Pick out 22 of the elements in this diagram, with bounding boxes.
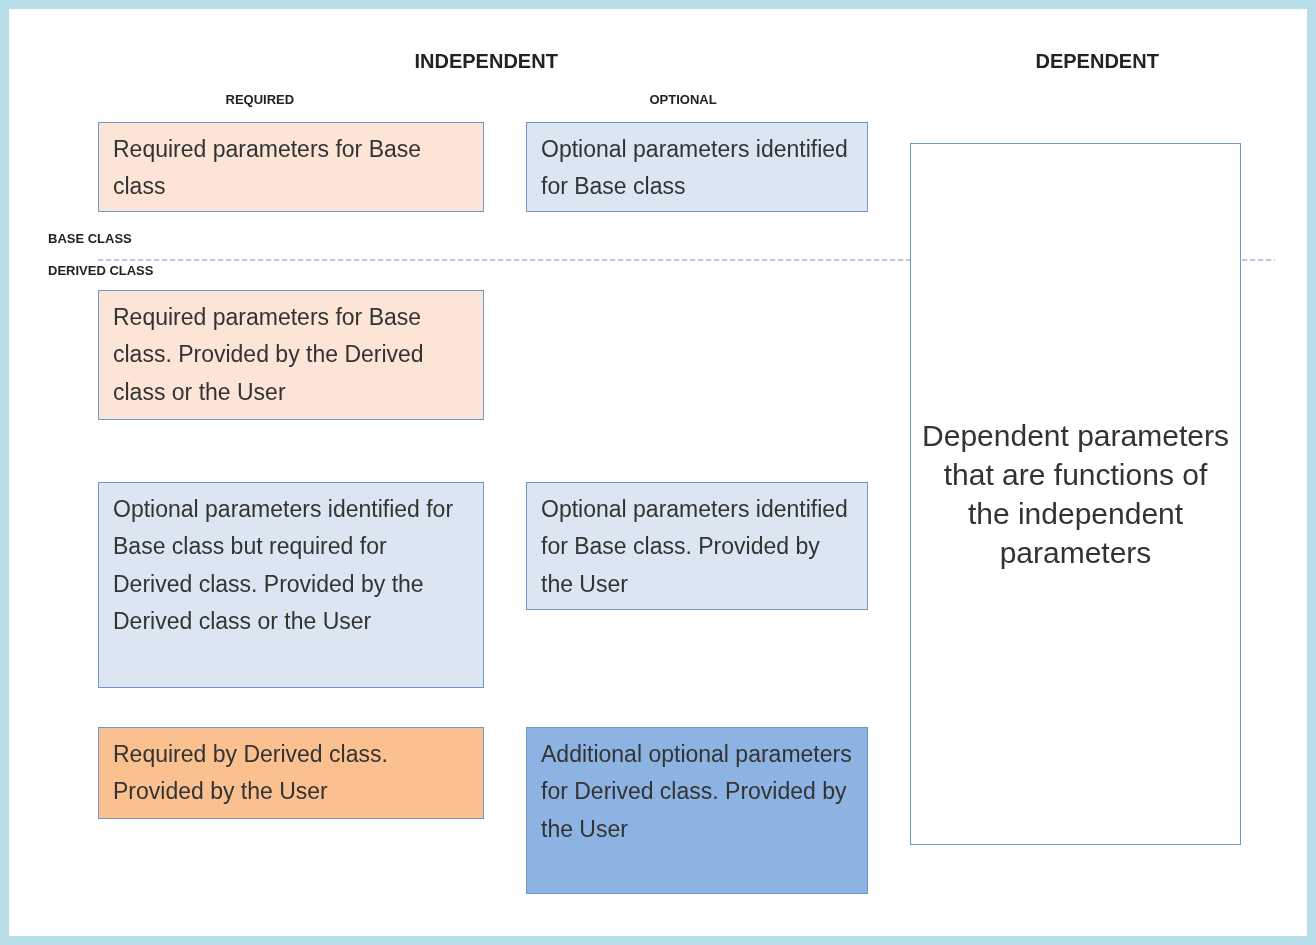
parameter-box [98, 122, 484, 212]
dependent-box [910, 143, 1241, 845]
box-text: Optional parameters identified for Base class. Provided by the User [541, 495, 849, 599]
parameter-box [98, 482, 484, 688]
parameter-box [98, 290, 484, 420]
column-heading: DEPENDENT [1035, 50, 1159, 73]
box-text: Required by Derived class. Provided by the User [113, 740, 389, 807]
box-text: Additional optional parameters for Derived class. Provided by the User [541, 740, 853, 844]
parameter-box [98, 727, 484, 819]
box-text: Required parameters for Base class. Provided by the Derived class or the User [113, 303, 425, 407]
box-text: Optional parameters identified for Base class [541, 135, 849, 202]
box-text: Required parameters for Base class [113, 135, 423, 202]
parameter-box [526, 122, 868, 212]
column-heading: INDEPENDENT [414, 50, 558, 73]
row-heading: DERIVED CLASS [48, 263, 154, 278]
box-text: Dependent parameters that are functions of the independent parameters [921, 418, 1230, 571]
box-text: Optional parameters identified for Base class but required for Derived class. Provided by the Derived class or the User [113, 495, 455, 636]
subcolumn-heading: OPTIONAL [649, 92, 717, 107]
row-heading: BASE CLASS [48, 231, 132, 246]
parameter-box [526, 482, 868, 610]
subcolumn-heading: REQUIRED [225, 92, 295, 107]
parameter-box [526, 727, 868, 894]
